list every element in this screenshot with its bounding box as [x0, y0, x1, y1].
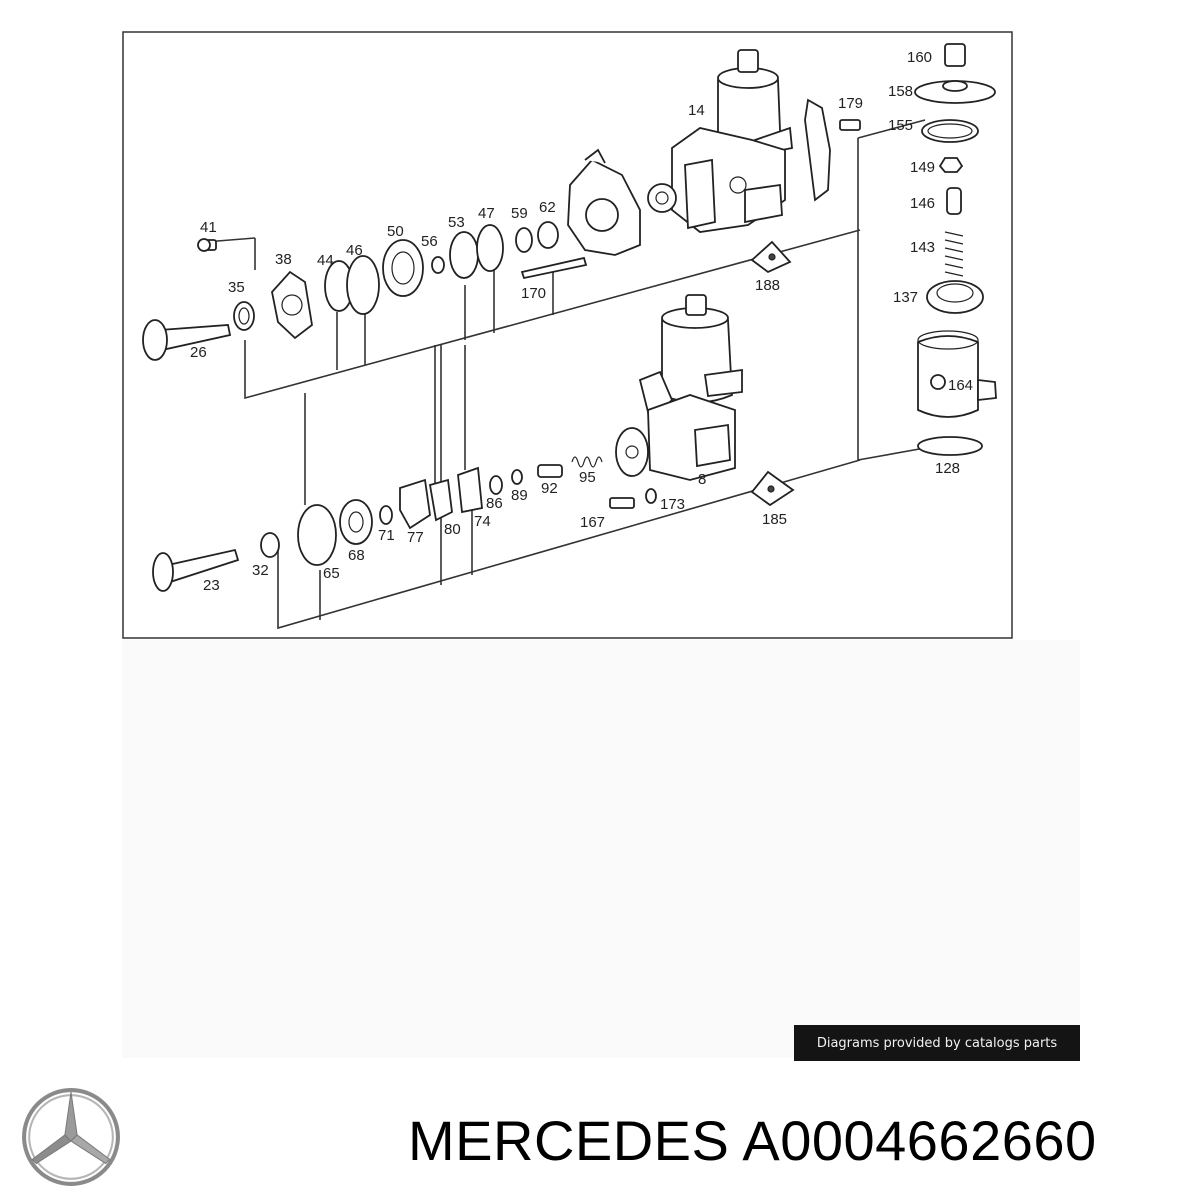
callout-53: 53 — [448, 214, 465, 231]
callout-146: 146 — [910, 195, 935, 212]
callouts: 160 158 155 149 146 143 137 164 128 179 … — [190, 49, 973, 594]
callout-155: 155 — [888, 117, 913, 134]
mercedes-star-icon — [22, 1088, 120, 1186]
callout-50: 50 — [387, 223, 404, 240]
callout-137: 137 — [893, 289, 918, 306]
triangle-plate-185 — [750, 470, 795, 507]
assembly-lines — [204, 119, 926, 630]
diagram-credit-badge: Diagrams provided by catalogs parts — [794, 1025, 1080, 1061]
lower-shaft-parts — [152, 456, 657, 592]
reservoir-stack — [914, 43, 997, 456]
callout-8: 8 — [698, 471, 706, 488]
callout-68: 68 — [348, 547, 365, 564]
upper-pump-14 — [647, 49, 793, 233]
callout-62: 62 — [539, 199, 556, 216]
callout-95: 95 — [579, 469, 596, 486]
page-title: MERCEDES A0004662660 — [408, 1108, 1097, 1173]
callout-167: 167 — [580, 514, 605, 531]
callout-65: 65 — [323, 565, 340, 582]
callout-86: 86 — [486, 495, 503, 512]
callout-59: 59 — [511, 205, 528, 222]
diagram-credit-text: Diagrams provided by catalogs parts — [816, 1035, 1058, 1051]
callout-173: 173 — [660, 496, 685, 513]
callout-41: 41 — [200, 219, 217, 236]
callout-77: 77 — [407, 529, 424, 546]
callout-46: 46 — [346, 242, 363, 259]
triangle-plate-188 — [750, 240, 792, 274]
bracket-179 — [804, 98, 861, 202]
callout-170: 170 — [521, 285, 546, 302]
callout-47: 47 — [478, 205, 495, 222]
callout-80: 80 — [444, 521, 461, 538]
upper-shaft-parts — [142, 221, 588, 361]
callout-44: 44 — [317, 252, 334, 269]
callout-56: 56 — [421, 233, 438, 250]
callout-160: 160 — [907, 49, 932, 66]
callout-164: 164 — [948, 377, 973, 394]
brand-name: MERCEDES — [408, 1109, 730, 1172]
callout-35: 35 — [228, 279, 245, 296]
part-number: A0004662660 — [742, 1109, 1097, 1172]
background-panel — [122, 640, 1080, 1058]
callout-143: 143 — [910, 239, 935, 256]
callout-185: 185 — [762, 511, 787, 528]
callout-38: 38 — [275, 251, 292, 268]
callout-128: 128 — [935, 460, 960, 477]
callout-149: 149 — [910, 159, 935, 176]
callout-26: 26 — [190, 344, 207, 361]
callout-158: 158 — [888, 83, 913, 100]
callout-188: 188 — [755, 277, 780, 294]
callout-23: 23 — [203, 577, 220, 594]
callout-89: 89 — [511, 487, 528, 504]
callout-179: 179 — [838, 95, 863, 112]
gasket-plate — [567, 148, 641, 256]
callout-71: 71 — [378, 527, 395, 544]
callout-32: 32 — [252, 562, 269, 579]
callout-74: 74 — [474, 513, 491, 530]
diagram-frame — [122, 31, 1013, 639]
callout-92: 92 — [541, 480, 558, 497]
lower-pump-8 — [615, 294, 743, 481]
callout-14: 14 — [688, 102, 705, 119]
